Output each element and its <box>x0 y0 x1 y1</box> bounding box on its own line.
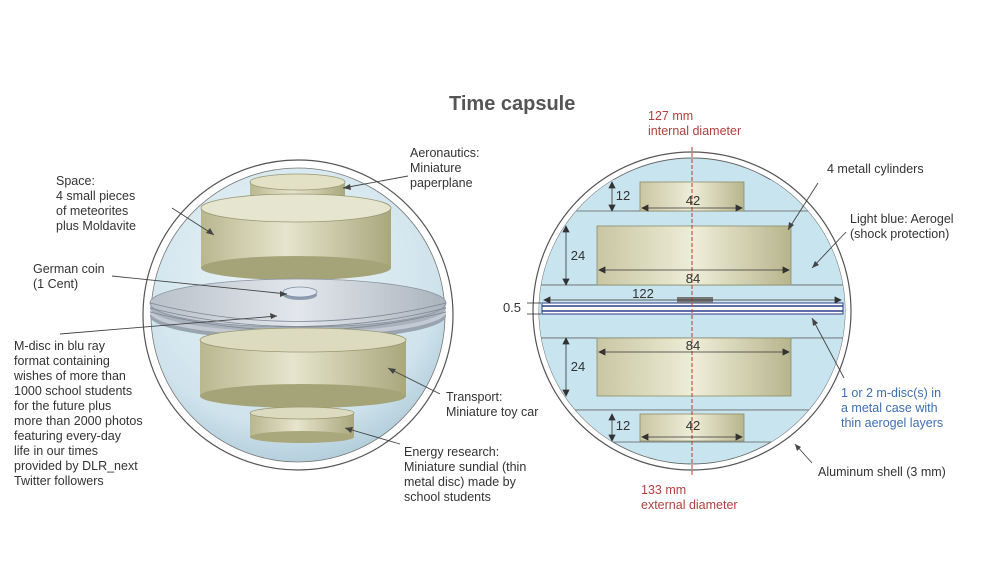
left-arrowheads <box>206 184 396 433</box>
label-line: M-disc in blu ray <box>14 339 105 353</box>
left-leader-lines <box>59 175 441 445</box>
dim-upper-width: 84 <box>686 271 700 286</box>
label-line: external diameter <box>641 498 738 512</box>
label-mdisc: M-disc in blu ray format containing wish… <box>14 339 143 489</box>
dim-lower-width: 84 <box>686 338 700 353</box>
label-line: school students <box>404 490 491 504</box>
bottom-small-cylinder <box>249 406 355 443</box>
label-line: 127 mm <box>648 109 694 123</box>
label-line: for the future plus <box>14 399 112 413</box>
label-line: Energy research: <box>404 445 500 459</box>
upper-big-cylinder <box>200 193 392 280</box>
dim-disc-thickness: 0.5 <box>503 300 521 315</box>
label-line: Light blue: Aerogel <box>850 212 954 226</box>
label-shell: Aluminum shell (3 mm) <box>818 465 946 479</box>
dim-top-height: 12 <box>616 188 630 203</box>
label-line: Twitter followers <box>14 474 104 488</box>
label-line: German coin <box>33 262 105 276</box>
label-line: internal diameter <box>648 124 742 138</box>
label-line: 4 small pieces <box>56 189 136 203</box>
label-line: 1000 school students <box>14 384 133 398</box>
label-line: (shock protection) <box>850 227 950 241</box>
label-line: format containing <box>14 354 110 368</box>
label-cylinders: 4 metall cylinders <box>827 162 924 176</box>
dim-top-width: 42 <box>686 193 700 208</box>
left-sphere-illustration <box>59 159 454 471</box>
label-line: Miniature <box>410 161 462 175</box>
label-line: more than 2000 photos <box>14 414 143 428</box>
label-line: wishes of more than <box>14 369 126 383</box>
dim-bottom-width: 42 <box>686 418 700 433</box>
dimension-lines <box>527 181 842 442</box>
label-line: featuring every-day <box>14 429 122 443</box>
right-cross-section <box>527 147 852 475</box>
dim-upper-height: 24 <box>571 248 585 263</box>
label-line: of meteorites <box>56 204 129 218</box>
label-line: Space: <box>56 174 95 188</box>
label-line: thin aerogel layers <box>841 416 944 430</box>
label-line: Aeronautics: <box>410 146 480 160</box>
diagram-title: Time capsule <box>449 93 576 115</box>
label-internal-diameter: 127 mm internal diameter <box>648 109 741 139</box>
label-line: metal disc) made by <box>404 475 516 489</box>
label-aerogel: Light blue: Aerogel (shock protection) <box>850 212 954 242</box>
dim-bottom-height: 12 <box>616 418 630 433</box>
label-space: Space: 4 small pieces of meteorites plus… <box>56 174 136 234</box>
label-line: Miniature toy car <box>446 405 539 419</box>
label-coin: German coin (1 Cent) <box>33 262 105 292</box>
coin <box>282 286 318 300</box>
label-mdisc-case: 1 or 2 m-disc(s) in a metal case with th… <box>841 386 943 431</box>
label-transport: Transport: Miniature toy car <box>446 390 538 420</box>
dim-lower-height: 24 <box>571 359 585 374</box>
label-line: life in our times <box>14 444 99 458</box>
section-upper-cylinder <box>596 225 792 286</box>
lower-big-cylinder <box>199 327 407 408</box>
label-line: 133 mm <box>641 483 687 497</box>
label-aeronautics: Aeronautics: Miniature paperplane <box>410 146 479 191</box>
label-line: (1 Cent) <box>33 277 79 291</box>
dimension-labels: 42 12 84 24 122 0.5 84 24 42 12 <box>503 188 700 433</box>
right-arrowheads <box>788 222 819 451</box>
label-line: plus Moldavite <box>56 219 136 233</box>
label-line: paperplane <box>410 176 473 190</box>
label-line: provided by DLR_next <box>14 459 138 473</box>
label-energy: Energy research: Miniature sundial (thin… <box>404 445 526 505</box>
label-line: a metal case with <box>841 401 938 415</box>
label-line: Miniature sundial (thin <box>404 460 527 474</box>
label-line: 1 or 2 m-disc(s) in <box>841 386 942 400</box>
label-external-diameter: 133 mm external diameter <box>641 483 738 513</box>
section-lower-cylinder <box>596 337 792 397</box>
dim-disc-width: 122 <box>632 286 654 301</box>
m-disc-stack <box>149 278 447 340</box>
label-line: Transport: <box>446 390 503 404</box>
